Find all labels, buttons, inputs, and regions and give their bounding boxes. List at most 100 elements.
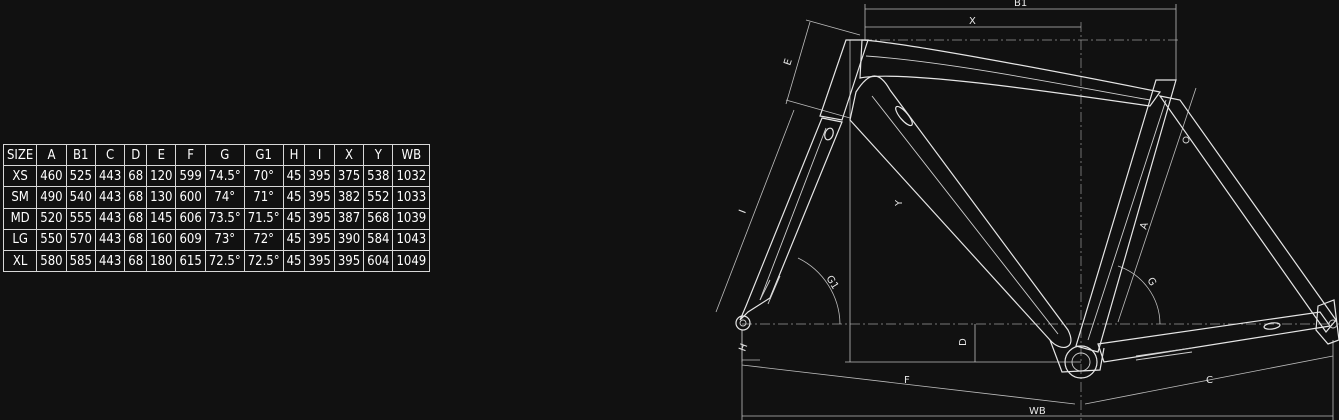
dim-i-line	[715, 109, 795, 313]
seat-tube	[1075, 79, 1177, 353]
bottom-bracket	[1064, 345, 1098, 379]
cell-g: 73.5°	[204, 207, 245, 230]
cell-x: 390	[333, 228, 365, 251]
header-wb: WB	[392, 143, 431, 167]
header-y: Y	[363, 143, 394, 167]
header-g: G	[204, 143, 245, 167]
dim-c-line	[1084, 355, 1334, 405]
cell-b1: 540	[65, 186, 96, 209]
header-g1: G1	[243, 143, 284, 167]
header-a: A	[36, 143, 67, 167]
cell-d: 68	[124, 228, 148, 251]
seat-angle-arc-g	[1117, 265, 1161, 325]
cell-a: 580	[36, 249, 67, 273]
rear-dropout	[1315, 299, 1339, 345]
header-x: X	[333, 143, 365, 167]
cell-g: 74°	[204, 186, 245, 209]
label-x: X	[969, 16, 976, 27]
label-g1: G1	[823, 274, 840, 292]
cell-x: 375	[333, 165, 365, 188]
cell-d: 68	[124, 186, 148, 209]
cell-y: 584	[363, 228, 394, 251]
cell-size: SM	[2, 186, 38, 209]
cell-e: 120	[146, 165, 177, 188]
cell-a: 550	[36, 228, 67, 251]
cell-h: 45	[282, 228, 306, 251]
head-tube	[819, 39, 869, 121]
cell-d: 68	[124, 207, 148, 230]
header-c: C	[94, 143, 126, 167]
cell-h: 45	[282, 249, 306, 273]
cell-f: 609	[175, 228, 206, 251]
seat-stay	[1158, 95, 1337, 333]
cell-a: 460	[36, 165, 67, 188]
cell-i: 395	[304, 165, 335, 188]
cell-b1: 570	[65, 228, 96, 251]
cell-g1: 72.5°	[243, 249, 284, 273]
cell-g1: 70°	[243, 165, 284, 188]
frame-outline	[735, 39, 1339, 379]
cell-d: 68	[124, 249, 148, 273]
cell-y: 568	[363, 207, 394, 230]
cell-size: MD	[2, 207, 38, 230]
cell-x: 395	[333, 249, 365, 273]
cell-wb: 1043	[392, 228, 431, 251]
cell-e: 130	[146, 186, 177, 209]
frame-geometry-drawing: B1 X E I Y A G1 G D H F C WB	[715, 0, 1339, 420]
cell-wb: 1049	[392, 249, 431, 273]
label-h: H	[737, 342, 750, 353]
cell-c: 443	[94, 228, 126, 251]
cell-h: 45	[282, 165, 306, 188]
header-d: D	[124, 143, 148, 167]
label-f: F	[904, 375, 910, 386]
header-h: H	[282, 143, 306, 167]
cell-f: 600	[175, 186, 206, 209]
label-c: C	[1206, 375, 1213, 386]
label-y: Y	[894, 199, 905, 207]
cell-e: 180	[146, 249, 177, 273]
dim-f-line	[741, 364, 1076, 405]
cell-g: 72.5°	[204, 249, 245, 273]
cell-wb: 1039	[392, 207, 431, 230]
header-b1: B1	[65, 143, 96, 167]
cell-i: 395	[304, 249, 335, 273]
cell-i: 395	[304, 186, 335, 209]
cell-b1: 585	[65, 249, 96, 273]
cell-x: 387	[333, 207, 365, 230]
label-e: E	[782, 58, 794, 67]
cell-c: 443	[94, 165, 126, 188]
cell-c: 443	[94, 249, 126, 273]
head-angle-arc-g1	[797, 257, 841, 325]
dim-e-line	[785, 21, 811, 105]
label-wb: WB	[1029, 406, 1046, 417]
cell-size: LG	[2, 228, 38, 251]
cell-g1: 71°	[243, 186, 284, 209]
down-tube	[849, 75, 1072, 348]
cell-d: 68	[124, 165, 148, 188]
cell-c: 443	[94, 186, 126, 209]
cell-a: 490	[36, 186, 67, 209]
cell-y: 538	[363, 165, 394, 188]
label-a: A	[1138, 221, 1151, 231]
chain-stay	[1097, 311, 1332, 363]
cell-f: 599	[175, 165, 206, 188]
cell-f: 606	[175, 207, 206, 230]
cell-g1: 72°	[243, 228, 284, 251]
cell-size: XL	[2, 249, 38, 273]
cell-x: 382	[333, 186, 365, 209]
cell-i: 395	[304, 228, 335, 251]
cell-e: 145	[146, 207, 177, 230]
label-i: I	[738, 208, 749, 215]
cell-b1: 555	[65, 207, 96, 230]
header-size: SIZE	[2, 143, 38, 167]
cell-e: 160	[146, 228, 177, 251]
cell-a: 520	[36, 207, 67, 230]
cell-g: 73°	[204, 228, 245, 251]
